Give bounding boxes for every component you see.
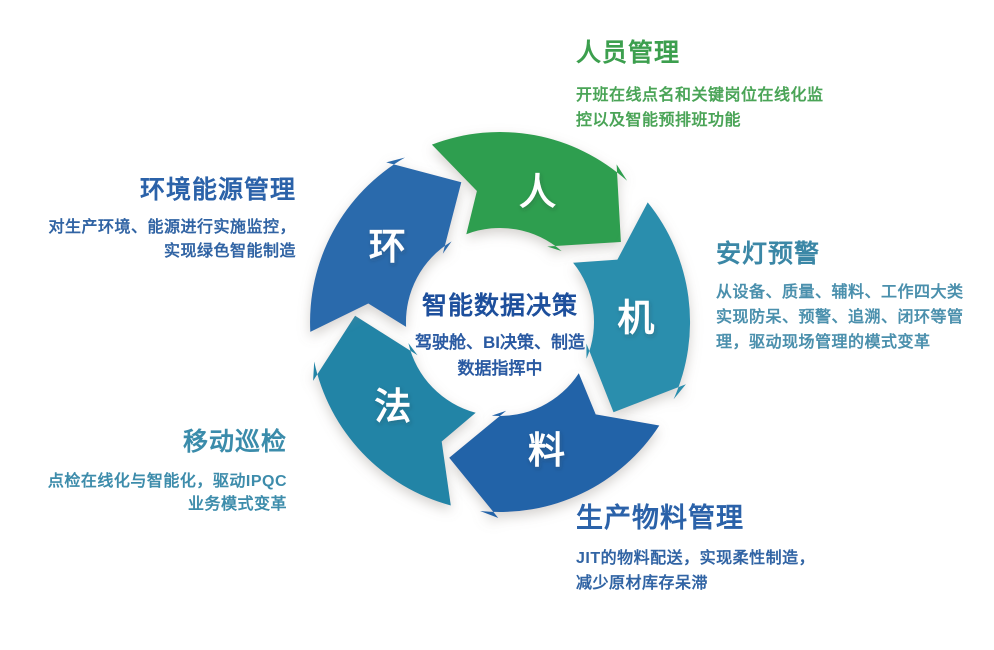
ring-segment-machine <box>573 202 691 413</box>
section-body: 开班在线点名和关键岗位在线化监 控以及智能预排班功能 <box>576 83 846 133</box>
ring-label-material: 料 <box>528 430 565 471</box>
section-andon-warning: 安灯预警 从设备、质量、辅料、工作四大类 实现防呆、预警、追溯、闭环等管 理，驱… <box>716 238 966 355</box>
section-body: 从设备、质量、辅料、工作四大类 实现防呆、预警、追溯、闭环等管 理，驱动现场管理… <box>716 280 966 355</box>
ring-label-man: 人 <box>519 172 556 213</box>
ring-segment-material <box>449 373 660 518</box>
section-body: 点检在线化与智能化，驱动IPQC 业务模式变革 <box>27 470 287 516</box>
section-text-line: 业务模式变革 <box>187 496 287 513</box>
section-title: 人员管理 <box>576 39 681 67</box>
section-text-line: JIT的物料配送，实现柔性制造， <box>576 550 816 567</box>
section-text-line: 实现防呆、预警、追溯、闭环等管 <box>716 309 964 326</box>
section-title: 移动巡检 <box>182 428 287 456</box>
ring-label-machine: 机 <box>617 298 654 339</box>
section-personnel: 人员管理 开班在线点名和关键岗位在线化监 控以及智能预排班功能 <box>576 36 846 133</box>
section-text-line: 点检在线化与智能化，驱动IPQC <box>47 473 287 490</box>
section-text-line: 对生产环境、能源进行实施监控， <box>48 219 296 236</box>
ring-segment-method <box>313 315 476 506</box>
section-title: 环境能源管理 <box>139 176 296 204</box>
ring-label-method: 法 <box>374 386 411 427</box>
ring-segment-man <box>431 131 628 252</box>
section-title: 生产物料管理 <box>576 503 744 533</box>
section-text-line: 实现绿色智能制造 <box>163 243 296 260</box>
section-text-line: 控以及智能预排班功能 <box>576 112 742 129</box>
section-text-line: 从设备、质量、辅料、工作四大类 <box>716 284 964 301</box>
ring-label-environment: 环 <box>369 226 406 267</box>
section-text-line: 理，驱动现场管理的模式变革 <box>716 334 931 351</box>
section-environment-energy: 环境能源管理 对生产环境、能源进行实施监控， 实现绿色智能制造 <box>26 174 296 264</box>
section-mobile-inspection: 移动巡检 点检在线化与智能化，驱动IPQC 业务模式变革 <box>27 426 287 516</box>
ring-segment-environment <box>310 157 462 332</box>
section-production-material: 生产物料管理 JIT的物料配送，实现柔性制造， 减少原材库存呆滞 <box>576 500 866 596</box>
section-text-line: 开班在线点名和关键岗位在线化监 <box>576 87 824 104</box>
section-body: 对生产环境、能源进行实施监控， 实现绿色智能制造 <box>26 216 296 264</box>
section-text-line: 减少原材库存呆滞 <box>576 575 709 592</box>
section-body: JIT的物料配送，实现柔性制造， 减少原材库存呆滞 <box>576 546 866 596</box>
section-title: 安灯预警 <box>716 240 821 268</box>
